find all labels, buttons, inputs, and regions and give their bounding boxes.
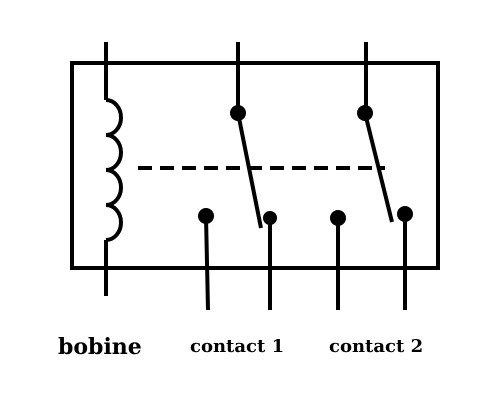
coil-label: bobine [58, 334, 142, 360]
coil-winding [105, 98, 123, 242]
relay-housing [70, 61, 440, 270]
contact2-switch-arm [363, 112, 394, 223]
contact2-label: contact 2 [329, 336, 424, 357]
contact1-switch-arm [236, 112, 263, 229]
contact1-label: contact 1 [190, 336, 285, 357]
contact1-nc-lead [204, 215, 210, 311]
